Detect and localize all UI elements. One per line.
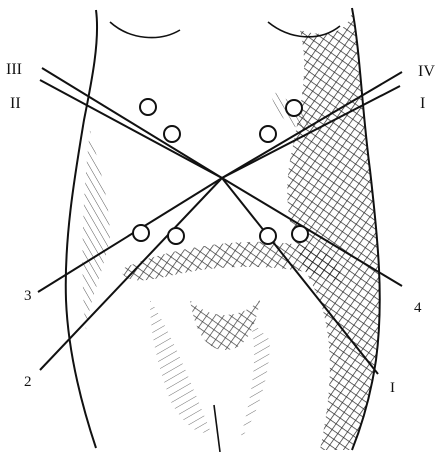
- port-circle: [168, 228, 184, 244]
- port-circle: [260, 126, 276, 142]
- label-I-lower: I: [390, 380, 395, 396]
- port-circle: [260, 228, 276, 244]
- label-2: 2: [24, 374, 32, 390]
- port-circle: [286, 100, 302, 116]
- label-II: II: [10, 95, 21, 112]
- line-III: [42, 68, 222, 178]
- label-III: III: [6, 61, 22, 78]
- label-I-upper: I: [420, 95, 425, 112]
- port-markers: [133, 99, 308, 244]
- shading: [83, 10, 380, 450]
- port-circle: [133, 225, 149, 241]
- port-circle: [292, 226, 308, 242]
- port-circle: [140, 99, 156, 115]
- line-II: [40, 80, 222, 178]
- label-4: 4: [414, 300, 422, 316]
- port-circle: [164, 126, 180, 142]
- label-IV: IV: [418, 63, 435, 80]
- label-3: 3: [24, 288, 32, 304]
